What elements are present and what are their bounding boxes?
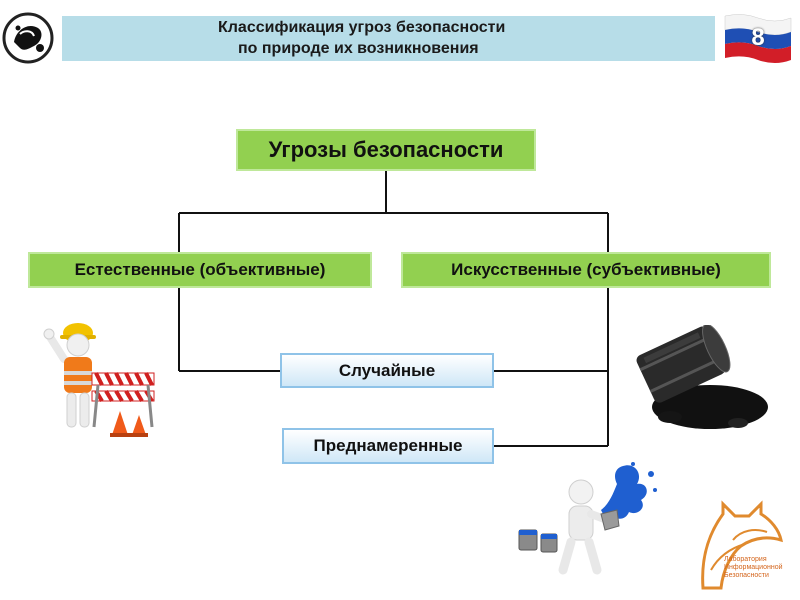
lab-logo-line1: Лаборатория (724, 556, 767, 563)
root-node-security-threats: Угрозы безопасности (236, 129, 536, 171)
russian-flag-icon (724, 14, 792, 63)
emblem-logo-icon (2, 12, 54, 64)
node-natural-threats: Естественные (объективные) (28, 252, 372, 288)
fox-lab-logo-icon (701, 500, 783, 590)
page-title-line1: Классификация угроз безопасности (218, 19, 506, 36)
construction-worker-icon (43, 323, 155, 437)
node-artificial-threats: Искусственные (субъективные) (401, 252, 771, 288)
node-random-threats: Случайные (280, 353, 494, 388)
slide-number: 8 (751, 24, 765, 51)
title-banner: Классификация угроз безопасности по прир… (62, 16, 715, 61)
lab-logo-line2: Информационной (724, 564, 783, 571)
node-intentional-threats: Преднамеренные (282, 428, 494, 464)
oil-barrel-spill-icon (636, 325, 768, 429)
page-title-line2: по природе их возникновения (238, 40, 479, 57)
lab-logo-line3: Безопасности (724, 572, 769, 579)
lab-logo-caption: Лаборатория Информационной Безопасности (724, 556, 783, 580)
painter-paint-splash-icon (518, 462, 657, 575)
